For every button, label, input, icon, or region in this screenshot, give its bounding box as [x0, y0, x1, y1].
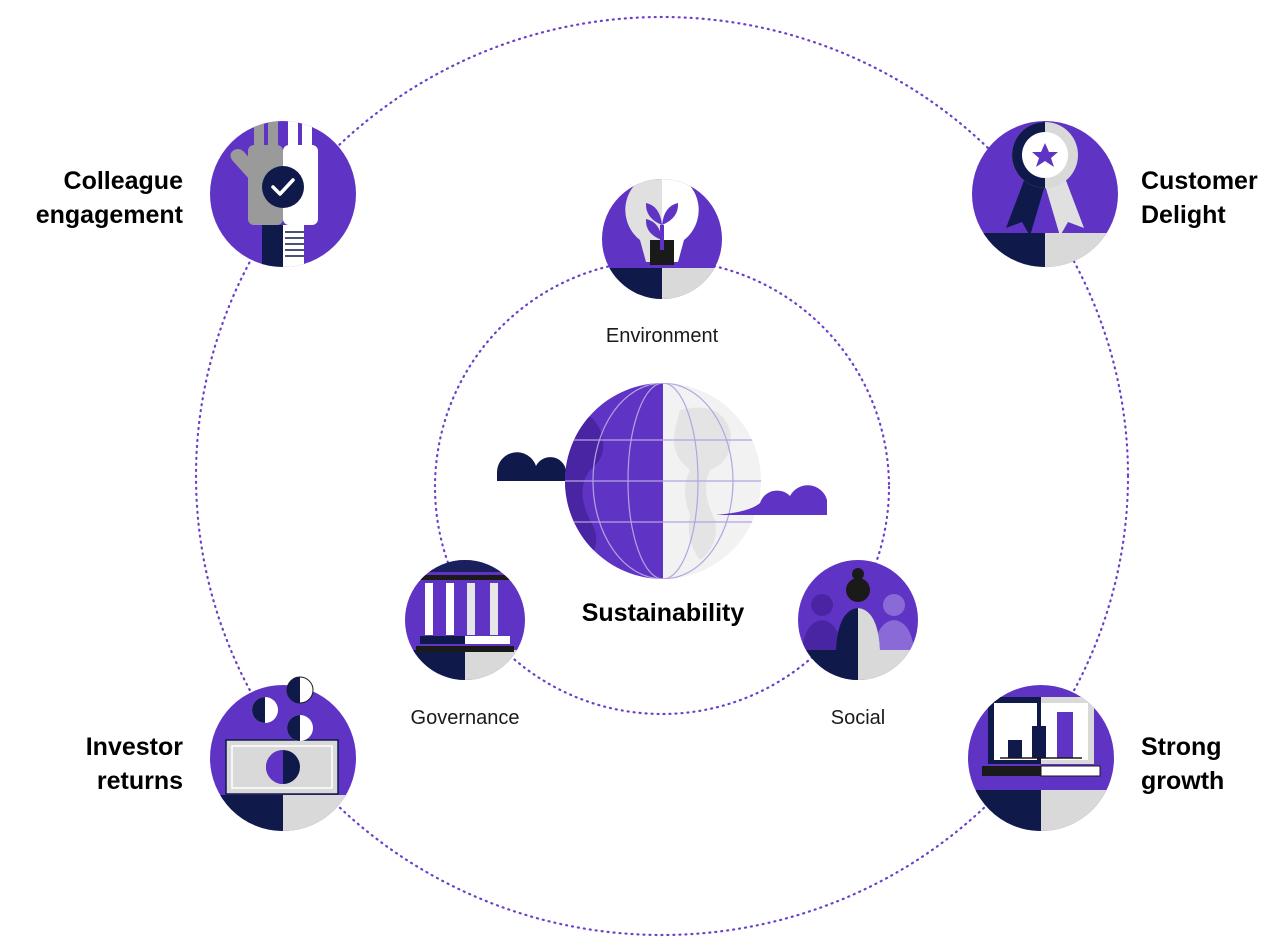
- investor-returns-icon: [210, 676, 356, 831]
- social-label: Social: [830, 707, 886, 729]
- environment-icon: [602, 179, 722, 299]
- strong-line-2: growth: [1141, 767, 1225, 795]
- colleague-line-1: Colleague: [63, 167, 183, 195]
- colleague-line-2: engagement: [35, 201, 183, 229]
- customer-line-1: Customer: [1141, 167, 1258, 195]
- center-label: Sustainability: [581, 599, 745, 627]
- environment-label: Environment: [605, 325, 719, 347]
- customer-delight-label: Customer Delight: [1141, 164, 1275, 232]
- social-icon: [798, 560, 918, 680]
- investor-line-1: Investor: [85, 733, 183, 761]
- investor-returns-label: Investor returns: [0, 730, 183, 798]
- cloud-right-icon: [716, 485, 827, 515]
- strong-growth-icon: [968, 685, 1114, 831]
- outer-dotted-ring: [194, 15, 1130, 937]
- governance-icon: [405, 560, 525, 680]
- strong-line-1: Strong: [1141, 733, 1222, 761]
- cloud-left-icon: [497, 452, 566, 481]
- colleague-engagement-label: Colleague engagement: [0, 164, 183, 232]
- governance-label: Governance: [410, 707, 520, 729]
- strong-growth-label: Strong growth: [1141, 730, 1275, 798]
- globe-icon: [565, 383, 761, 579]
- colleague-engagement-icon: [210, 121, 356, 267]
- investor-line-2: returns: [96, 767, 183, 795]
- customer-line-2: Delight: [1141, 201, 1226, 229]
- customer-delight-icon: [972, 121, 1118, 267]
